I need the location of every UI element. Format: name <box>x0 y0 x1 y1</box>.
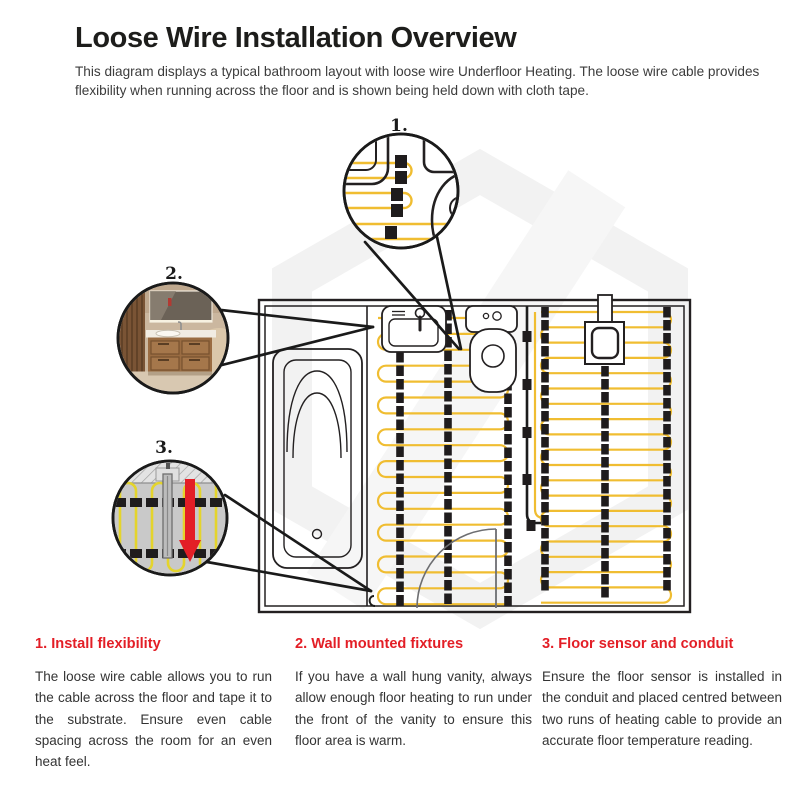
tap <box>177 321 182 330</box>
callout-1-toilet-edge <box>422 135 457 247</box>
sensor-cable-tape <box>522 331 536 531</box>
sensor-conduit <box>155 463 180 559</box>
callout-circle-1 <box>342 132 460 250</box>
floor-sensor-box <box>584 294 625 365</box>
insert-arrow-icon <box>179 479 201 562</box>
note-heading: 3. Floor sensor and conduit <box>542 636 734 652</box>
basin <box>155 329 181 338</box>
sink <box>381 305 447 353</box>
cloth-tape-columns-right <box>541 307 671 598</box>
note-body: If you have a wall hung vanity, always a… <box>295 669 532 748</box>
note-floor-sensor-conduit: 3. Floor sensor and conduit Ensure the f… <box>542 636 782 751</box>
note-heading: 2. Wall mounted fixtures <box>295 636 464 652</box>
note-body: The loose wire cable allows you to run t… <box>35 669 272 770</box>
callout-circle-2 <box>116 281 230 395</box>
door-swing-arc <box>416 528 497 609</box>
note-heading: 1. Install flexibility <box>35 636 161 652</box>
note-wall-mounted-fixtures: 2. Wall mounted fixtures If you have a w… <box>295 636 532 751</box>
note-body: Ensure the floor sensor is installed in … <box>542 669 782 748</box>
cable-entry <box>368 595 376 607</box>
page-title: Loose Wire Installation Overview <box>75 22 517 54</box>
callout-3-label: 3. <box>155 438 173 458</box>
note-install-flexibility: 1. Install flexibility The loose wire ca… <box>35 636 272 773</box>
bath-drain <box>311 528 323 540</box>
callout-leader-lines <box>205 235 463 593</box>
page-subtitle: This diagram displays a typical bathroom… <box>75 64 760 99</box>
callout-1-tape <box>385 155 407 239</box>
callout-2-label: 2. <box>165 264 183 284</box>
outer-wall <box>257 298 692 614</box>
door <box>416 528 497 609</box>
toilet <box>465 305 518 393</box>
callout-circle-3 <box>111 459 229 577</box>
callout-1-label: 1. <box>390 116 408 136</box>
callout-1-sink-corner <box>345 135 390 186</box>
countertop <box>146 330 216 338</box>
